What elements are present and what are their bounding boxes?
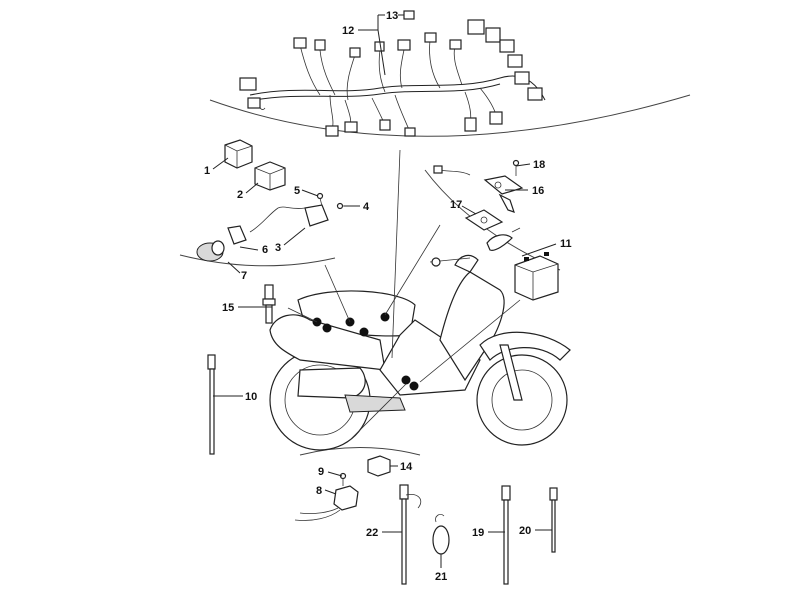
callout-13: 13 — [386, 10, 398, 22]
cable-tie-part-19 — [501, 485, 511, 585]
callout-2: 2 — [237, 189, 243, 201]
bottom-group-arc — [299, 447, 421, 456]
callout-9: 9 — [318, 466, 324, 478]
leader-lines — [212, 14, 557, 568]
battery-part-11 — [514, 252, 559, 301]
cable-tie-part-22 — [399, 484, 422, 585]
callout-4: 4 — [363, 201, 370, 213]
rubber-boot-part-7 — [196, 240, 225, 262]
ignition-coil-part-3 — [249, 204, 329, 233]
relay-part-1 — [224, 139, 253, 169]
control-unit-part-8 — [294, 485, 359, 521]
cable-tie-part-20 — [549, 487, 558, 553]
callout-12: 12 — [342, 25, 354, 37]
callout-17: 17 — [450, 199, 462, 211]
plate-part-17 — [464, 209, 504, 231]
harness-region-arc — [209, 94, 691, 137]
callout-18: 18 — [533, 159, 545, 171]
callout-22: 22 — [366, 527, 378, 539]
callout-14: 14 — [400, 461, 413, 473]
spark-cap-part-6 — [227, 225, 247, 245]
scooter-body — [269, 254, 571, 451]
callout-19: 19 — [472, 527, 484, 539]
screw-part-18 — [512, 159, 520, 176]
callout-21: 21 — [435, 571, 447, 583]
callout-3: 3 — [275, 242, 281, 254]
callout-1: 1 — [204, 165, 210, 177]
pointer-lines — [287, 149, 521, 441]
sensor-part-15 — [262, 284, 276, 324]
bolt-part-5 — [316, 192, 324, 207]
cable-tie-part-10 — [207, 354, 216, 455]
callout-7: 7 — [241, 270, 247, 282]
callout-5: 5 — [294, 185, 300, 197]
callout-15: 15 — [222, 302, 234, 314]
callout-11: 11 — [560, 238, 572, 250]
callout-labels: 1 2 3 4 5 6 7 8 9 10 11 12 13 14 15 16 1… — [204, 10, 572, 583]
horn-part — [486, 227, 521, 251]
wiring-harness — [239, 10, 546, 137]
clip-part-21 — [432, 514, 450, 555]
callout-16: 16 — [532, 185, 544, 197]
callout-20: 20 — [519, 525, 531, 537]
regulator-part-16 — [433, 165, 524, 213]
fuse — [403, 10, 415, 20]
relay-part-14 — [367, 455, 391, 477]
callout-6: 6 — [262, 244, 268, 256]
flasher-part-2 — [254, 161, 286, 191]
left-group-arc — [179, 254, 336, 267]
callout-10: 10 — [245, 391, 257, 403]
callout-8: 8 — [316, 485, 322, 497]
